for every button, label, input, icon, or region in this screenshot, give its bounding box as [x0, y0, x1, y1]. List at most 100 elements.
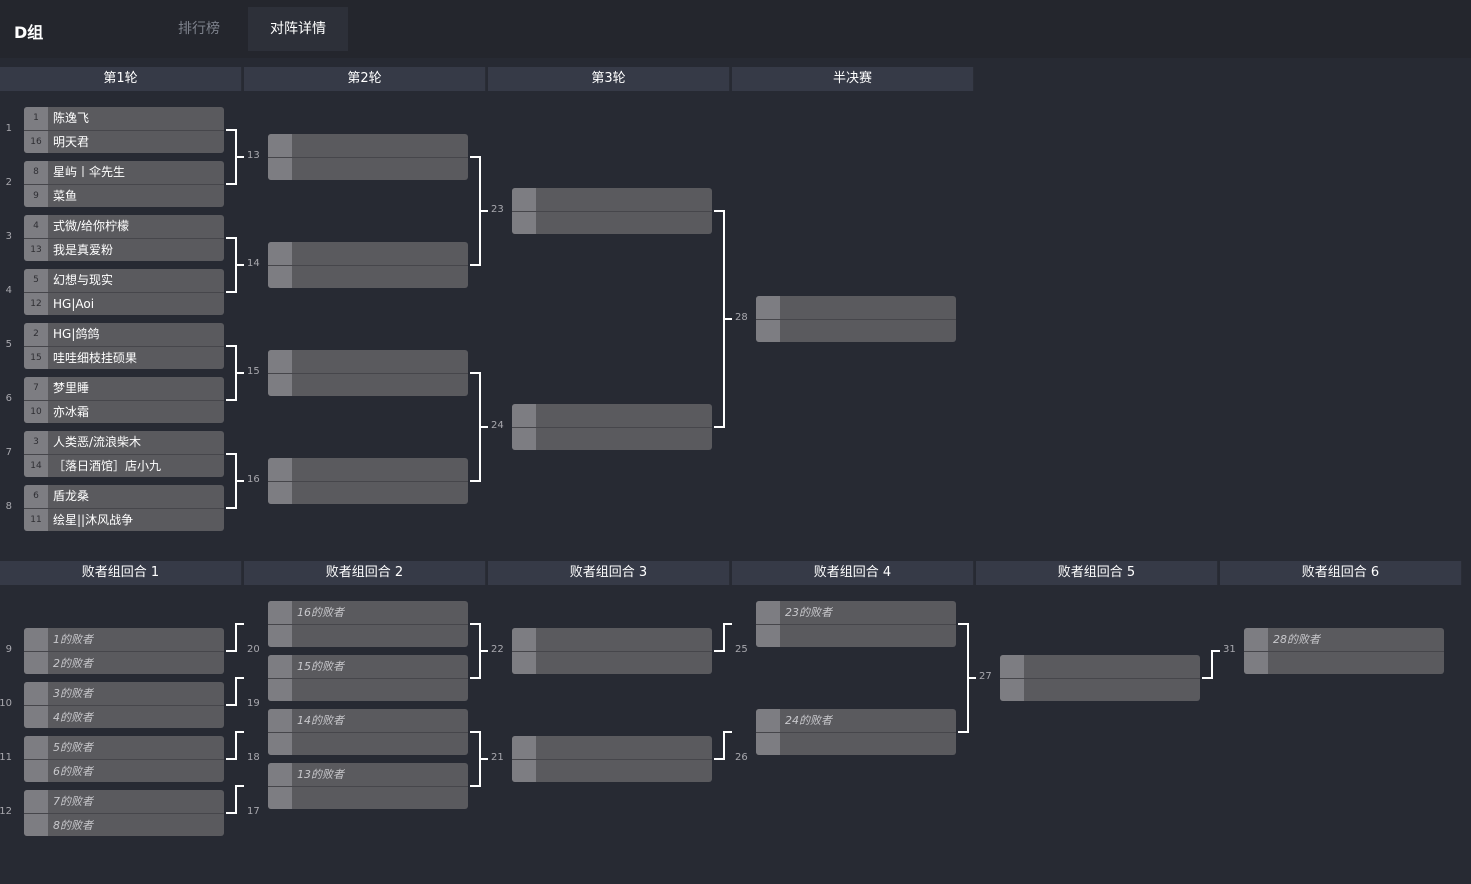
player-slot[interactable] [268, 350, 468, 373]
player-slot[interactable]: 15的败者 [268, 655, 468, 678]
match-box[interactable]: 24的败者 [756, 709, 956, 755]
player-slot[interactable]: 23的败者 [756, 601, 956, 624]
match-number: 26 [735, 752, 748, 763]
player-slot[interactable]: 5的败者 [24, 736, 224, 759]
player-slot[interactable] [268, 624, 468, 647]
tab-match-details[interactable]: 对阵详情 [248, 7, 348, 51]
match-box[interactable] [268, 350, 468, 396]
match-box[interactable] [268, 458, 468, 504]
connector-line [470, 372, 488, 482]
match-box[interactable] [512, 188, 712, 234]
player-slot[interactable]: 13的败者 [268, 763, 468, 786]
match-box[interactable] [756, 296, 956, 342]
player-slot[interactable] [268, 786, 468, 809]
player-slot[interactable] [1000, 678, 1200, 701]
player-slot[interactable]: 24的败者 [756, 709, 956, 732]
player-slot[interactable] [268, 265, 468, 288]
player-slot[interactable] [268, 458, 468, 481]
player-slot[interactable] [268, 481, 468, 504]
player-slot[interactable] [512, 736, 712, 759]
player-slot[interactable]: 14的败者 [268, 709, 468, 732]
player-slot[interactable]: 1的败者 [24, 628, 224, 651]
player-name: 我是真爱粉 [53, 243, 114, 257]
player-slot[interactable] [268, 732, 468, 755]
match-box[interactable] [268, 134, 468, 180]
player-slot[interactable] [1000, 655, 1200, 678]
match-number: 9 [5, 644, 12, 655]
match-box[interactable] [1000, 655, 1200, 701]
player-slot[interactable] [512, 427, 712, 450]
player-name: HG|Aoi [53, 297, 95, 311]
player-slot[interactable] [512, 651, 712, 674]
player-slot[interactable] [512, 759, 712, 782]
player-slot[interactable] [268, 134, 468, 157]
player-slot[interactable] [512, 628, 712, 651]
player-slot[interactable] [756, 296, 956, 319]
player-name: 明天君 [53, 135, 90, 149]
player-slot[interactable] [512, 404, 712, 427]
player-slot[interactable]: 8的败者 [24, 813, 224, 836]
player-slot[interactable] [512, 211, 712, 234]
player-slot[interactable] [512, 188, 712, 211]
match-box[interactable]: 15的败者 [268, 655, 468, 701]
player-slot[interactable]: 3的败者 [24, 682, 224, 705]
player-slot[interactable]: 14［落日酒馆］店小九 [24, 454, 224, 477]
match-box[interactable]: 13的败者 [268, 763, 468, 809]
match-box[interactable]: 23的败者 [756, 601, 956, 647]
match-box[interactable]: 16的败者 [268, 601, 468, 647]
round-header: 败者组回合 3 [488, 561, 730, 585]
player-slot[interactable]: 16的败者 [268, 601, 468, 624]
player-slot[interactable]: 2的败者 [24, 651, 224, 674]
connector-line [714, 731, 732, 760]
player-slot[interactable]: 4的败者 [24, 705, 224, 728]
seed-number [24, 682, 48, 705]
seed-number: 7 [24, 377, 48, 400]
match-box[interactable] [512, 628, 712, 674]
player-slot[interactable] [268, 678, 468, 701]
match-box[interactable]: 28的败者 [1244, 628, 1444, 674]
match-box[interactable]: 14的败者 [268, 709, 468, 755]
player-slot[interactable] [268, 242, 468, 265]
player-slot[interactable]: 7的败者 [24, 790, 224, 813]
player-slot[interactable]: 6的败者 [24, 759, 224, 782]
player-slot[interactable] [268, 373, 468, 396]
match-box[interactable] [512, 404, 712, 450]
player-slot[interactable] [268, 157, 468, 180]
player-slot[interactable] [1244, 651, 1444, 674]
player-slot[interactable]: 28的败者 [1244, 628, 1444, 651]
player-slot[interactable] [756, 732, 956, 755]
player-slot[interactable] [756, 624, 956, 647]
player-slot[interactable] [756, 319, 956, 342]
player-name: 13的败者 [297, 768, 344, 781]
match-box[interactable] [512, 736, 712, 782]
match-box[interactable] [268, 242, 468, 288]
tab-ranking[interactable]: 排行榜 [178, 21, 220, 37]
